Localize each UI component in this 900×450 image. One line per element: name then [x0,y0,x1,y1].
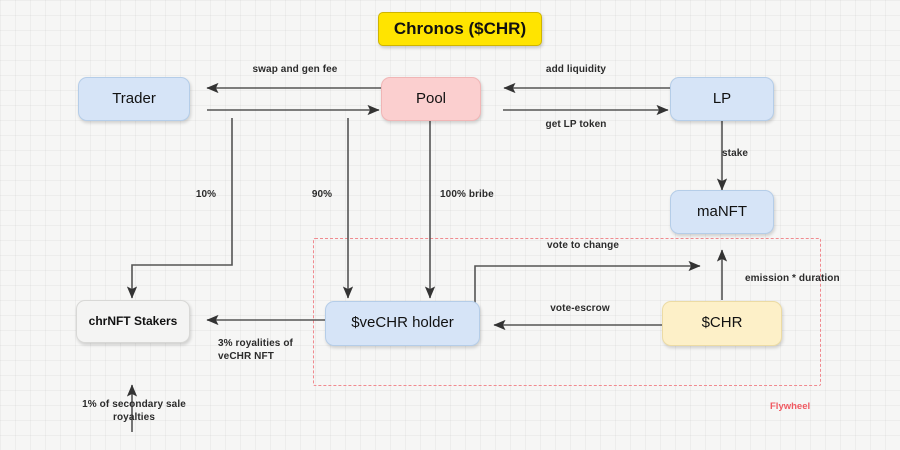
flywheel-group-boundary [313,238,821,386]
edge-label-vote-to-change: vote to change [547,240,619,251]
edge-label-ninety-percent: 90% [311,189,333,200]
node-pool[interactable]: Pool [381,77,481,121]
edge-label-stake: stake [722,148,749,159]
edge-label-hundred-bribe: 100% bribe [440,189,494,200]
edge-label-get-lp-token: get LP token [545,119,607,130]
node-chrnft-stakers[interactable]: chrNFT Stakers [76,300,190,343]
edge-label-vote-escrow: vote-escrow [550,303,610,314]
edge-ten-percent-to-stakers [126,118,233,299]
node-manft[interactable]: maNFT [670,190,774,234]
edge-label-swap-and-gen-fee: swap and gen fee [252,64,338,75]
edge-label-ten-percent: 10% [195,189,217,200]
node-chr[interactable]: $CHR [662,301,782,346]
edge-label-secondary-sale-royalties: 1% of secondary sale royalties [82,399,186,423]
node-lp[interactable]: LP [670,77,774,121]
node-trader[interactable]: Trader [78,77,190,121]
node-vechr-holder[interactable]: $veCHR holder [325,301,480,346]
edge-label-royalties-vechr: 3% royalities of veCHR NFT [218,338,293,362]
diagram-title-box: Chronos ($CHR) [378,12,542,46]
edge-label-emission-duration: emission * duration [745,273,840,284]
edge-label-add-liquidity: add liquidity [545,64,607,75]
flywheel-group-label: Flywheel [770,401,811,412]
